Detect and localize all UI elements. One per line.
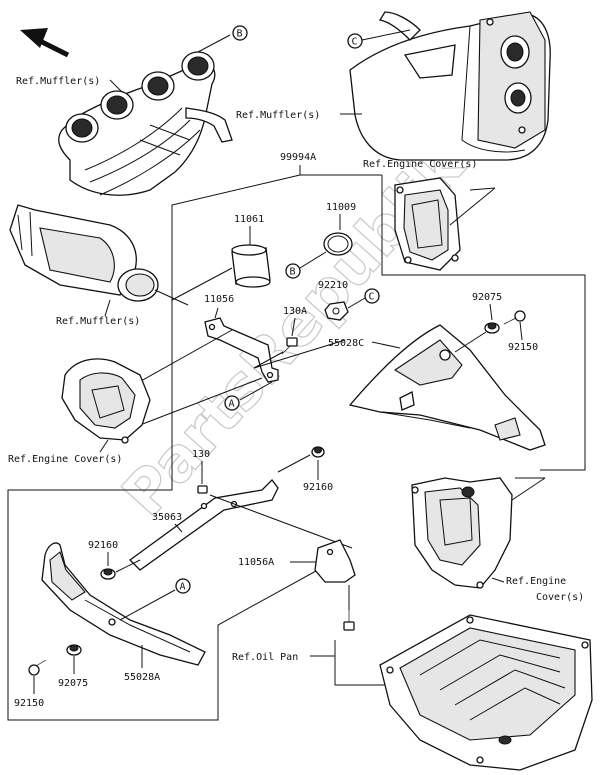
bolt-130 (197, 485, 208, 494)
bracket-11056 (204, 317, 279, 383)
grommet-92160-left (100, 568, 116, 580)
label-ref-engine-cover-1: Ref.Engine Cover(s) (363, 159, 477, 170)
bracket-11056A (314, 539, 356, 583)
callout-c-mid: C (369, 292, 375, 303)
label-ref-muffler-2: Ref.Muffler(s) (236, 110, 320, 121)
grommet-92075-top (484, 322, 500, 334)
grommet-92160-mid (311, 446, 325, 458)
silencer (349, 11, 551, 161)
part-35063: 35063 (152, 512, 182, 523)
part-92150-bottom: 92150 (14, 698, 44, 709)
lower-cowl-55028A (41, 542, 206, 666)
label-ref-oil-pan: Ref.Oil Pan (232, 652, 298, 663)
engine-cover-left (61, 358, 151, 444)
part-99994A: 99994A (280, 152, 316, 163)
exhaust-headers (58, 51, 233, 196)
label-ref-engine-cover-3: Ref.Engine (506, 576, 566, 587)
part-92160-mid: 92160 (303, 482, 333, 493)
bolt-92150-bottom (28, 659, 47, 676)
label-ref-muffler-3: Ref.Muffler(s) (56, 316, 140, 327)
part-92160-left: 92160 (88, 540, 118, 551)
part-92075-top: 92075 (472, 292, 502, 303)
part-11009: 11009 (326, 202, 356, 213)
part-92150-top: 92150 (508, 342, 538, 353)
part-130A: 130A (283, 306, 307, 317)
part-11056A: 11056A (238, 557, 274, 568)
engine-cover-lower (411, 477, 513, 589)
label-ref-muffler-1: Ref.Muffler(s) (16, 76, 100, 87)
label-ref-engine-cover-3b: Cover(s) (536, 592, 584, 603)
callout-a-bottom: A (180, 582, 186, 593)
direction-arrow-icon (20, 28, 70, 58)
part-92075-bottom: 92075 (58, 678, 88, 689)
callout-c-top: C (352, 37, 358, 48)
callout-b-top: B (237, 29, 243, 40)
grommet-92075-bottom (66, 644, 82, 656)
nut-92210 (324, 301, 349, 321)
callout-a-mid: A (229, 399, 235, 410)
part-130: 130 (192, 449, 210, 460)
collar-11061 (231, 244, 271, 288)
part-11061: 11061 (234, 214, 264, 225)
bolt-oil-pan (343, 610, 355, 631)
part-55028A: 55028A (124, 672, 160, 683)
bolt-92150-top (503, 310, 526, 325)
stay-35063 (129, 479, 279, 571)
engine-cover-upper (394, 177, 461, 271)
bolt-130A (281, 337, 298, 355)
label-ref-engine-cover-2: Ref.Engine Cover(s) (8, 454, 122, 465)
muffler-end (9, 204, 159, 302)
part-92210: 92210 (318, 280, 348, 291)
lower-cowl-55028C (348, 324, 546, 451)
oil-pan (379, 614, 593, 771)
callout-b-mid: B (290, 267, 296, 278)
part-11056: 11056 (204, 294, 234, 305)
part-55028C: 55028C (328, 338, 364, 349)
